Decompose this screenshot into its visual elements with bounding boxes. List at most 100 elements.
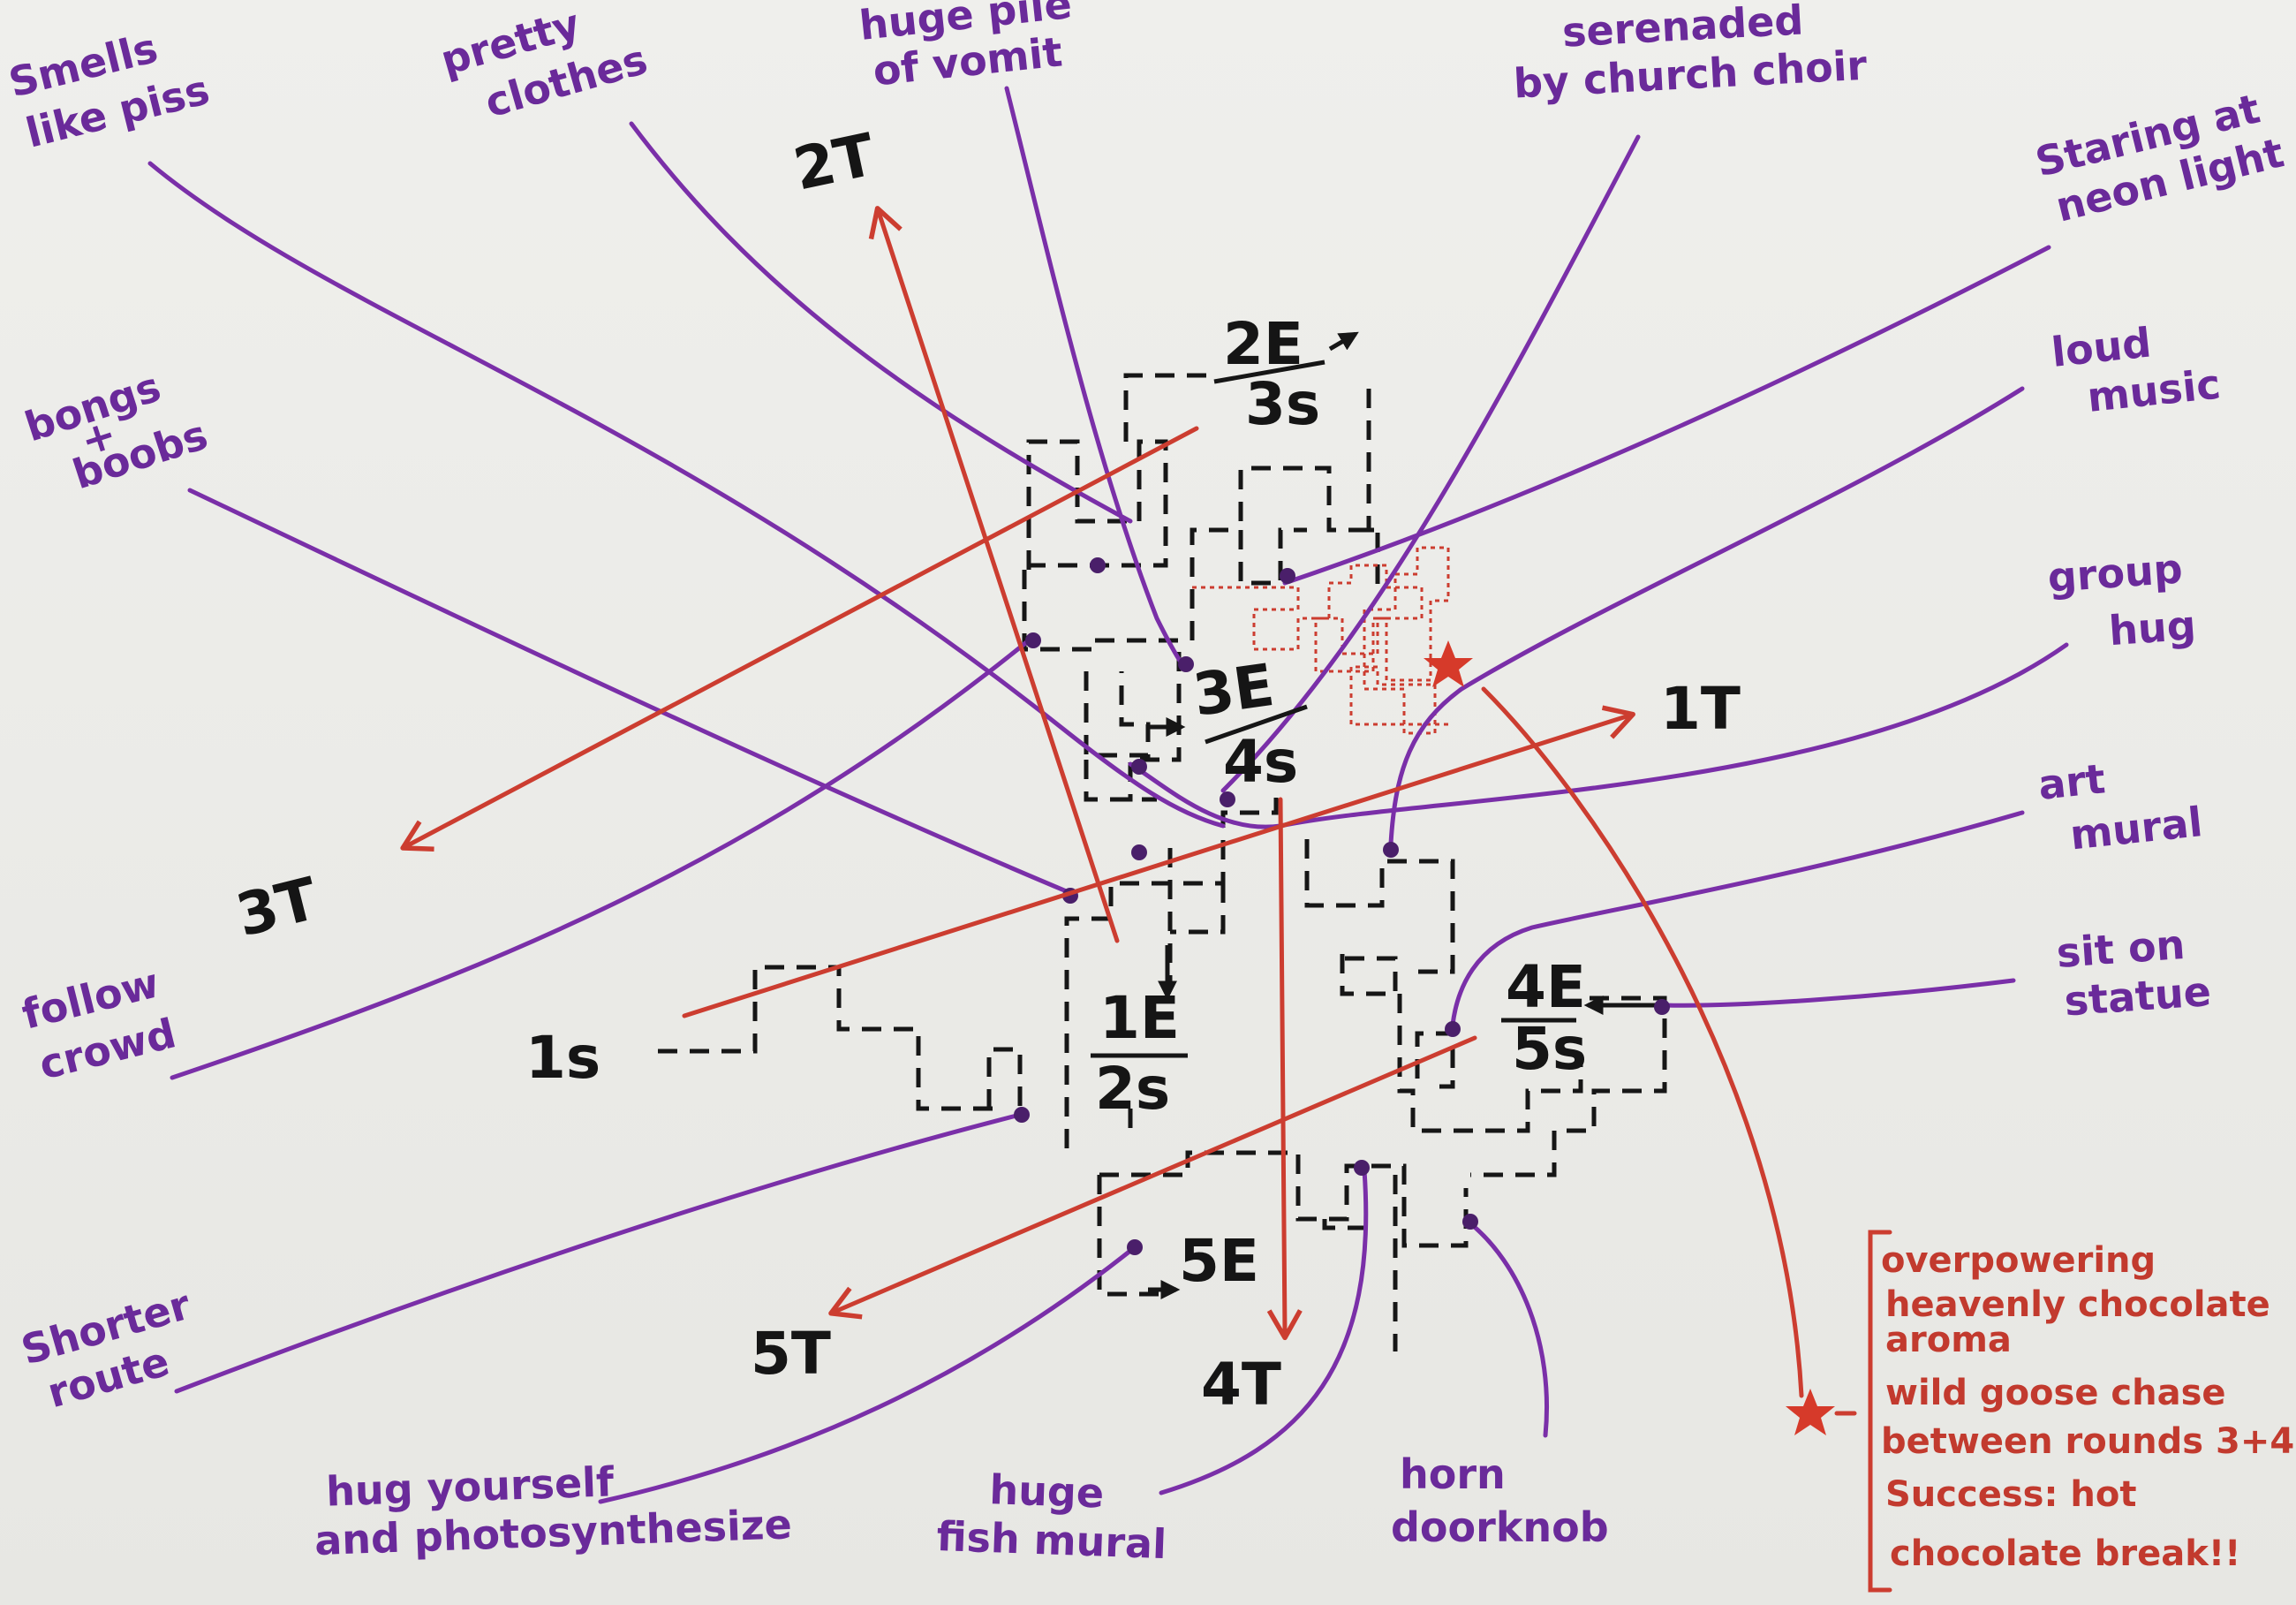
fraction-4e-5s: 4E 5s	[1501, 953, 1587, 1083]
line-pretty	[629, 121, 1133, 524]
fraction-bottom: 3s	[1245, 370, 1320, 438]
dashed-route-inner-box	[1238, 466, 1380, 592]
red-arrow-4t	[1266, 797, 1303, 1341]
dot-shorter	[1014, 1107, 1030, 1123]
label-smells: Smells like piss	[4, 14, 215, 158]
fraction-top: 1E	[1099, 984, 1180, 1052]
dashed-route-center-column	[1064, 786, 1279, 1148]
dot-fish	[1354, 1160, 1370, 1176]
legend-chocolate: overpowering heavenly chocolate aroma wi…	[1881, 1240, 2296, 1574]
fraction-bar	[1213, 360, 1325, 384]
dashed-route-center-right	[1170, 883, 1226, 935]
line-choir	[1220, 134, 1641, 793]
dot-choir	[1220, 791, 1235, 807]
dashed-route-4e-right	[1470, 996, 1667, 1177]
line-neon	[1282, 245, 2051, 586]
red-arrow-3t	[400, 426, 1199, 852]
legend-text: overpowering heavenly chocolate aroma wi…	[1881, 1240, 2296, 1574]
fraction-bottom: 2s	[1095, 1055, 1170, 1123]
dashed-route-top-loop	[1123, 373, 1219, 442]
line-horn	[1468, 1221, 1550, 1438]
label-neon: Staring at neon light	[2031, 81, 2291, 233]
label-1s: 1s	[525, 1024, 600, 1092]
dashed-route-upper-left	[1026, 439, 1168, 570]
red-arrow-1t	[682, 705, 1635, 1018]
dashed-route-1s	[658, 965, 998, 1111]
line-shorter	[174, 1112, 1023, 1394]
line-smells	[147, 161, 1226, 829]
label-5t: 5T	[751, 1320, 831, 1388]
dot-hug	[1131, 759, 1147, 775]
red-arrows	[400, 206, 1804, 1398]
red-arrow-2t	[868, 206, 1120, 943]
line-bongs	[187, 488, 1071, 895]
line-statue	[1662, 978, 2016, 1008]
dot-statue	[1654, 999, 1670, 1015]
purple-connections	[147, 86, 2069, 1504]
label-vomit: huge pile of vomit	[857, 0, 1093, 96]
purple-dots	[1014, 557, 1670, 1255]
black-arrow-2e	[1328, 331, 1359, 352]
dashed-route-left-lower	[1084, 760, 1157, 802]
label-bongs: bongs + boobs	[19, 353, 214, 508]
dashed-route-bottom-center	[1097, 1175, 1170, 1297]
label-horn: horn doorknob	[1391, 1450, 1609, 1551]
star-icon	[1786, 1389, 1835, 1435]
dashed-route-right-block	[1304, 839, 1455, 974]
dashed-route-top-right	[1366, 389, 1385, 534]
label-art: art mural	[2036, 745, 2205, 861]
line-photo	[598, 1245, 1137, 1504]
star-icon	[1424, 640, 1473, 687]
label-1t: 1T	[1660, 675, 1741, 743]
dashed-route-left-inner	[1084, 671, 1151, 758]
dashed-route-inner-box-2	[1190, 527, 1307, 640]
dot-smells	[1131, 844, 1147, 860]
fraction-bottom: 5s	[1512, 1015, 1587, 1083]
chocolate-chase-squiggle	[1192, 546, 1450, 735]
line-art	[1450, 810, 2025, 1027]
fraction-1e-2s: 1E 2s	[1091, 984, 1188, 1123]
black-text-labels: 2T 3T 1T 1s 5T 4T 5E	[230, 120, 1741, 1419]
dashed-route-bottom-left	[1322, 1219, 1364, 1230]
dashed-route-cluster	[658, 373, 1667, 1351]
label-hug: group hug	[2046, 543, 2202, 658]
label-choir: serenaded by church choir	[1510, 0, 1869, 108]
label-photo: hug yourself and photosynthesize	[312, 1451, 792, 1564]
label-fish: huge fish mural	[936, 1464, 1169, 1568]
label-statue: sit on statue	[2055, 919, 2213, 1026]
dot-neon	[1280, 568, 1295, 584]
line-fish	[1159, 1168, 1369, 1495]
red-line-chase	[1481, 686, 1804, 1398]
label-4t: 4T	[1201, 1351, 1281, 1419]
fraction-bar	[1205, 704, 1308, 745]
label-2t: 2T	[788, 120, 880, 203]
dashed-route-right-column	[1397, 994, 1583, 1133]
label-follow: follow crowd	[18, 955, 191, 1090]
dashed-route-1s-box	[986, 1047, 1023, 1117]
line-hug	[1128, 642, 2069, 829]
dashed-route-right-square	[1340, 954, 1398, 996]
dot-photo	[1127, 1239, 1143, 1255]
line-follow	[170, 638, 1031, 1080]
red-arrow-5t	[828, 1035, 1477, 1320]
dot-pretty	[1090, 557, 1106, 573]
label-pretty: pretty clothes	[435, 0, 653, 135]
dot-art	[1445, 1021, 1461, 1037]
dot-horn	[1462, 1214, 1478, 1230]
label-music: loud music	[2050, 312, 2223, 425]
fraction-top: 4E	[1506, 953, 1586, 1021]
dot-music	[1383, 842, 1399, 858]
dashed-route-left-stack	[1022, 570, 1182, 802]
fraction-top: 3E	[1190, 651, 1279, 730]
label-5e: 5E	[1179, 1227, 1259, 1295]
line-vomit	[1004, 86, 1190, 671]
line-music	[1388, 386, 2025, 846]
dot-follow	[1025, 632, 1041, 648]
legend-bracket	[1868, 1230, 1892, 1593]
dot-vomit	[1178, 656, 1194, 672]
label-3t: 3T	[230, 865, 324, 950]
fraction-bottom: 4s	[1223, 728, 1298, 796]
label-shorter: Shorter route	[16, 1276, 223, 1420]
